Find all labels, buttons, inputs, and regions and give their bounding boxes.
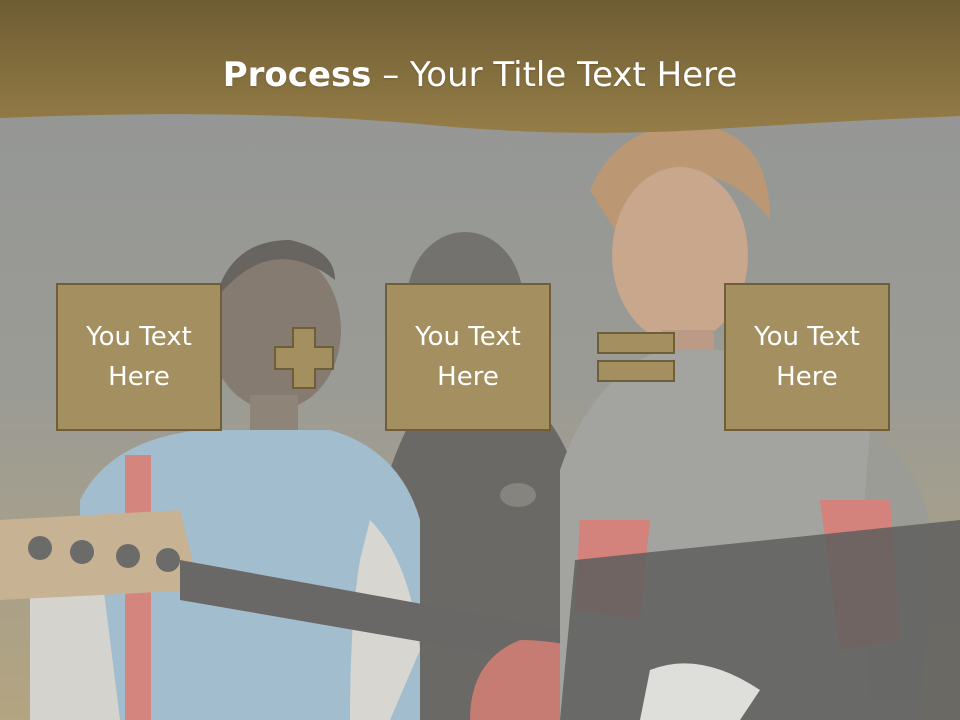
process-box-3: You Text Here	[724, 283, 890, 431]
process-box-1: You Text Here	[56, 283, 222, 431]
header-band	[0, 0, 960, 133]
title-bold-word: Process	[222, 55, 372, 95]
right-guitarist	[560, 124, 960, 720]
title-text: – Your Title Text Here	[371, 55, 738, 95]
slide-title: Process – Your Title Text Here	[0, 52, 960, 98]
plus-icon	[274, 327, 334, 389]
process-box-2: You Text Here	[385, 283, 551, 431]
equals-icon	[597, 332, 675, 382]
